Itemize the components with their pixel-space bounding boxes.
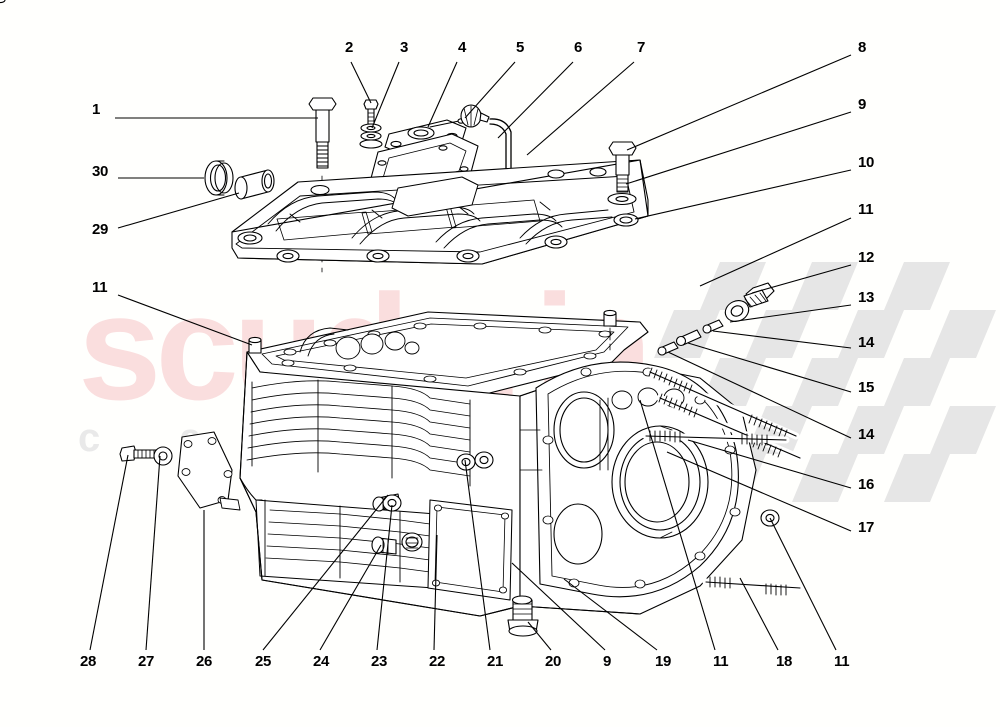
callout-number-c20: 20 xyxy=(545,653,562,670)
leader-line-11 xyxy=(699,217,852,287)
part-3-washers xyxy=(359,123,383,149)
leader-line-11 xyxy=(117,294,253,346)
part-1-hex-bolt xyxy=(308,97,337,169)
callout-number-c12: 12 xyxy=(858,249,875,266)
part-13-washer xyxy=(724,300,750,322)
leader-line-19 xyxy=(563,578,658,651)
callout-number-c19: 19 xyxy=(655,653,672,670)
leader-line-5 xyxy=(464,61,516,119)
part-28-bolt xyxy=(119,445,157,462)
part-12-cap-bolt xyxy=(743,282,775,308)
leader-line-4 xyxy=(427,61,458,128)
leader-line-24 xyxy=(319,544,382,651)
part-16-stud-2 xyxy=(656,393,804,462)
callout-number-c10: 10 xyxy=(858,154,875,171)
callout-number-c14: 14 xyxy=(858,334,875,351)
part-18-stud-lower xyxy=(702,576,804,596)
leader-line-12 xyxy=(751,264,852,294)
callout-number-c5: 5 xyxy=(516,39,525,56)
callout-number-c2: 2 xyxy=(345,39,354,56)
callout-leader-lines xyxy=(89,54,852,651)
leader-line-18 xyxy=(739,577,779,651)
part-2-small-bolt xyxy=(363,99,379,125)
callout-number-c30: 30 xyxy=(92,163,109,180)
callout-number-c16: 16 xyxy=(858,476,875,493)
callout-number-c24: 24 xyxy=(313,653,330,670)
leader-line-11 xyxy=(639,399,716,651)
callout-number-c8: 8 xyxy=(858,39,867,56)
callout-number-c13: 13 xyxy=(858,289,875,306)
leader-line-10 xyxy=(634,169,852,220)
callout-number-c28: 28 xyxy=(80,653,97,670)
part-14-spacer-a xyxy=(702,319,724,334)
callout-number-c3: 3 xyxy=(400,39,409,56)
callout-number-c4: 4 xyxy=(458,39,467,56)
leader-line-7 xyxy=(526,61,635,156)
leader-line-23 xyxy=(376,504,393,651)
leader-line-8 xyxy=(626,54,852,151)
part-6-breather-tube xyxy=(489,118,512,221)
leader-line-22 xyxy=(433,534,438,651)
part-8-hex-bolt xyxy=(608,141,637,193)
part-14-spacer-b xyxy=(657,341,679,356)
part-9-washer xyxy=(607,192,637,206)
leader-line-15 xyxy=(687,342,852,393)
callout-number-c11c: 11 xyxy=(834,653,850,670)
leader-line-9 xyxy=(625,111,852,185)
part-26-bracket xyxy=(177,431,233,509)
callout-number-c6: 6 xyxy=(574,39,583,56)
main-gearbox-housing xyxy=(239,311,757,617)
part-11-dowel-pins xyxy=(248,309,617,354)
callout-number-c1: 1 xyxy=(92,101,101,118)
leader-line-14 xyxy=(712,330,852,349)
callout-number-c7: 7 xyxy=(637,39,646,56)
callout-number-c9: 9 xyxy=(858,96,867,113)
callout-number-c9b: 9 xyxy=(603,653,612,670)
part-27-washer xyxy=(153,446,173,466)
leader-line-27 xyxy=(145,455,161,651)
leader-line-3 xyxy=(371,61,400,129)
leader-line-28 xyxy=(89,454,129,651)
callout-number-c17: 17 xyxy=(858,519,875,536)
callout-number-c14b: 14 xyxy=(858,426,875,443)
leader-line-21 xyxy=(464,459,491,651)
callout-number-c23: 23 xyxy=(371,653,388,670)
callout-number-c11: 11 xyxy=(858,201,874,218)
leader-line-13 xyxy=(729,304,852,323)
leader-line-2 xyxy=(350,61,372,104)
callout-number-c15: 15 xyxy=(858,379,875,396)
callout-number-c11L: 11 xyxy=(92,279,108,296)
callout-number-c25: 25 xyxy=(255,653,272,670)
leader-line-25 xyxy=(262,494,389,651)
part-10-top-cover xyxy=(231,159,649,265)
callout-number-c29: 29 xyxy=(92,221,109,238)
callout-number-c21: 21 xyxy=(487,653,504,670)
part-5-breather-cap xyxy=(460,104,490,128)
callout-number-c18: 18 xyxy=(776,653,793,670)
leader-line-29 xyxy=(117,192,240,229)
part-30-oil-seal xyxy=(204,160,234,196)
part-17-stud-3 xyxy=(642,430,790,446)
part-4-selector-plate xyxy=(0,0,467,156)
part-15-spacer xyxy=(675,329,702,347)
leader-line-11 xyxy=(769,517,837,651)
part-29-bushing xyxy=(234,169,275,200)
part-20-drain-plug xyxy=(507,595,539,637)
leader-line-20 xyxy=(527,621,552,651)
callout-number-c27: 27 xyxy=(138,653,155,670)
part-24-lower-plug xyxy=(371,536,397,555)
leader-line-17 xyxy=(666,451,852,532)
part-16-stud-1 xyxy=(646,367,800,440)
leader-line-16 xyxy=(687,439,852,489)
callout-number-c22: 22 xyxy=(429,653,446,670)
leader-line-9 xyxy=(511,562,606,651)
leader-line-14 xyxy=(667,351,852,439)
callout-number-c11b: 11 xyxy=(713,653,729,670)
threaded-boss xyxy=(401,532,423,552)
callout-number-c26: 26 xyxy=(196,653,213,670)
leader-line-6 xyxy=(497,61,574,139)
